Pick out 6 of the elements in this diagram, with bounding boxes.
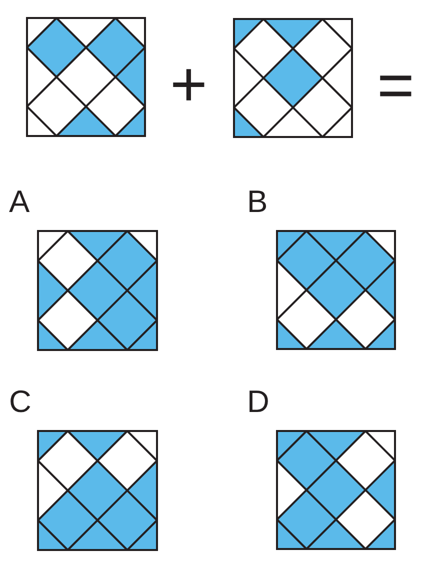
- option-letter: C: [9, 386, 32, 417]
- plus-sign: +: [170, 52, 208, 116]
- option-letter: B: [247, 186, 268, 217]
- equals-sign: =: [377, 53, 414, 117]
- option-letter: A: [9, 186, 30, 217]
- option-letter: D: [247, 386, 270, 417]
